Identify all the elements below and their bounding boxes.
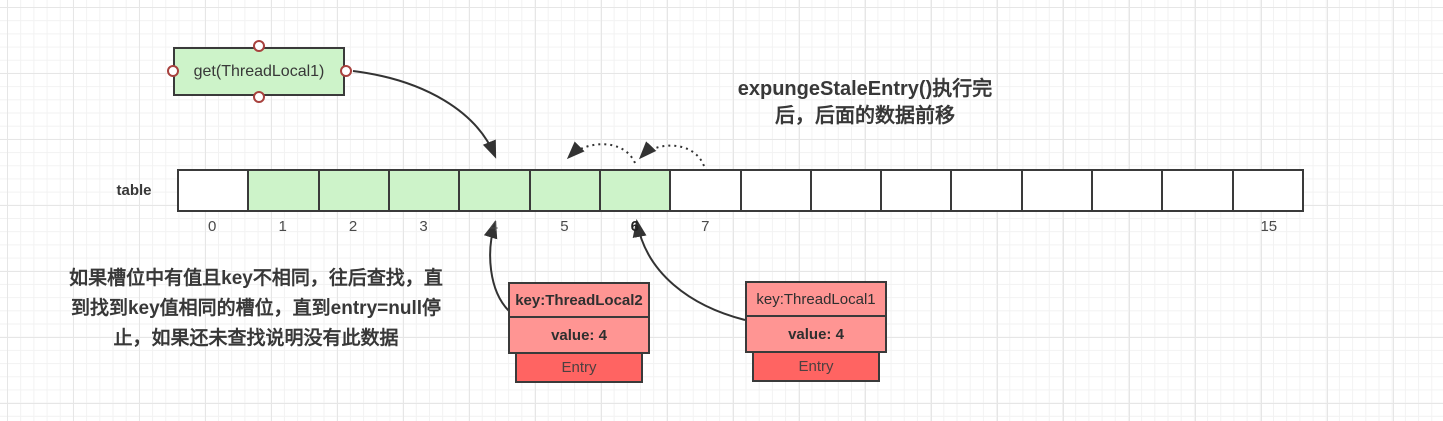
entry1-value: value: 4: [508, 316, 650, 354]
entry2-value: value: 4: [745, 315, 887, 353]
index-label-15: 15: [1260, 218, 1278, 235]
table-cell-4[interactable]: [460, 171, 531, 210]
table-cell-12[interactable]: [1022, 171, 1094, 210]
index-label-10: [881, 218, 951, 235]
entry2-key: key:ThreadLocal1: [745, 281, 887, 317]
index-label-4: 4: [489, 218, 499, 235]
table-cell-13[interactable]: [1093, 171, 1164, 210]
table-cell-11[interactable]: [952, 171, 1023, 210]
table-cell-0[interactable]: [179, 171, 250, 210]
diagram-title: expungeStaleEntry()执行完 后，后面的数据前移: [640, 76, 1090, 130]
table-cell-9[interactable]: [811, 171, 883, 210]
entry-box-1[interactable]: key:ThreadLocal2 value: 4 Entry: [508, 282, 650, 383]
table-cell-10[interactable]: [882, 171, 953, 210]
entry-box-2[interactable]: key:ThreadLocal1 value: 4 Entry: [745, 281, 887, 382]
index-label-11: [952, 218, 1022, 235]
table-cell-8[interactable]: [741, 171, 812, 210]
connector-handle-bottom[interactable]: [253, 91, 265, 103]
annotation-note-line1: 如果槽位中有值且key不相同，往后查找，直: [69, 268, 443, 289]
connector-handle-left[interactable]: [167, 65, 179, 77]
get-threadlocal-node[interactable]: get(ThreadLocal1): [173, 47, 345, 96]
diagram-title-line2: 后，后面的数据前移: [775, 105, 955, 127]
dotted-arc-slot6-to-slot5: [566, 141, 636, 164]
table-label: table: [116, 182, 152, 199]
index-label-7: 7: [701, 218, 710, 235]
annotation-note-line2: 到找到key值相同的槽位，直到entry=null停: [70, 298, 442, 319]
index-label-13: [1093, 218, 1163, 235]
arrow-entry2-to-slot4: [483, 220, 510, 312]
index-label-5: 5: [560, 218, 569, 235]
diagram-title-line1: expungeStaleEntry()执行完: [737, 78, 993, 100]
arrow-get-to-slot4: [352, 70, 497, 159]
index-label-8: [741, 218, 811, 235]
index-label-3: 3: [419, 218, 428, 235]
entry1-key: key:ThreadLocal2: [508, 282, 650, 318]
table-cell-1[interactable]: [249, 171, 320, 210]
table-cell-5[interactable]: [530, 171, 601, 210]
index-label-9: [811, 218, 881, 235]
table-cells: [177, 169, 1304, 212]
table-cell-7[interactable]: [671, 171, 742, 210]
entry1-tag: Entry: [515, 352, 643, 383]
index-label-2: 2: [348, 218, 358, 235]
arrow-entry1-to-slot6: [632, 219, 746, 321]
index-label-12: [1022, 218, 1092, 235]
table-cell-6[interactable]: [600, 171, 672, 210]
index-labels: 0 1 2 3 4 5 6 7 15: [177, 218, 1304, 235]
table-cell-3[interactable]: [389, 171, 461, 210]
connector-handle-right[interactable]: [340, 65, 352, 77]
index-label-1: 1: [278, 218, 287, 235]
get-threadlocal-label: get(ThreadLocal1): [193, 62, 325, 80]
table-cell-2[interactable]: [319, 171, 390, 210]
table-cell-15[interactable]: [1233, 171, 1302, 210]
index-label-14: [1163, 218, 1233, 235]
table-cell-14[interactable]: [1163, 171, 1234, 210]
index-label-6: 6: [630, 218, 640, 235]
entry2-tag: Entry: [752, 351, 880, 382]
annotation-note: 如果槽位中有值且key不相同，往后查找，直 到找到key值相同的槽位，直到ent…: [38, 264, 474, 354]
annotation-note-line3: 止，如果还未查找说明没有此数据: [113, 328, 399, 349]
connector-handle-top[interactable]: [253, 40, 265, 52]
index-label-0: 0: [208, 218, 217, 235]
dotted-arc-slot7-to-slot6: [638, 141, 705, 167]
